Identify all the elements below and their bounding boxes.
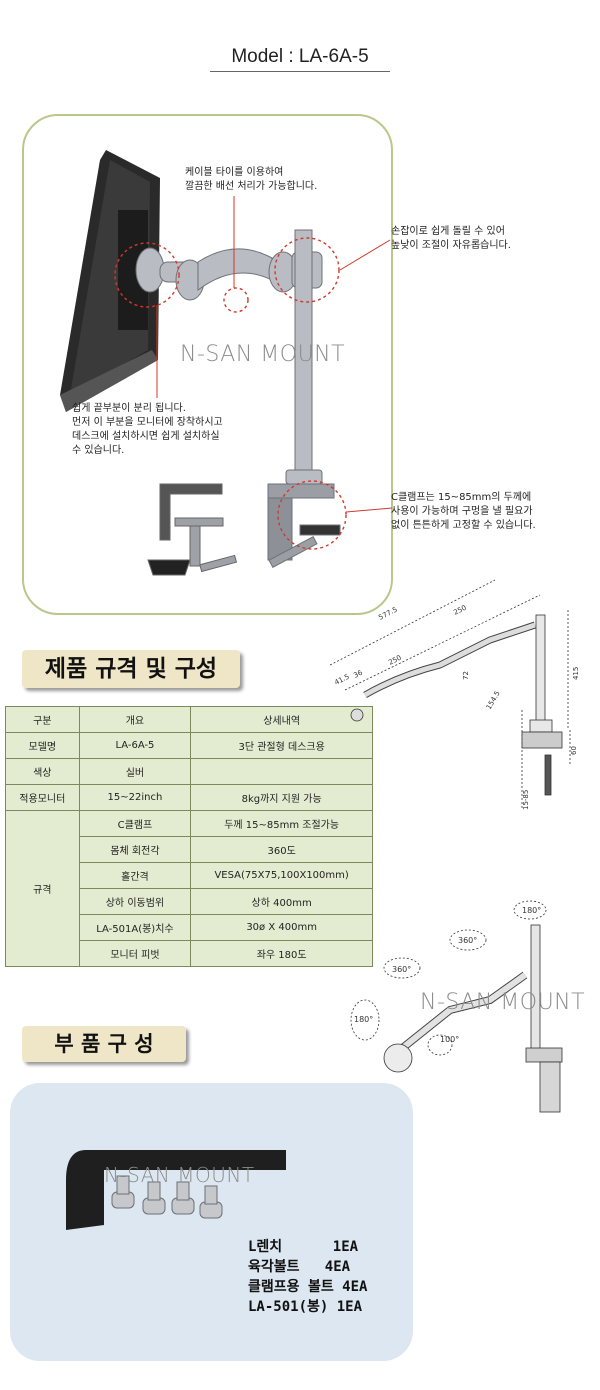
highlight-handle bbox=[274, 237, 340, 303]
bolts-icon bbox=[111, 1175, 223, 1219]
dim-label: 36 bbox=[352, 668, 364, 679]
monitor-illustration bbox=[60, 150, 160, 412]
rotation-drawing: 180° 360° 360° 180° 100° bbox=[350, 900, 563, 1113]
model-title: Model : LA-6A-5 bbox=[210, 46, 390, 72]
spec-table: 구분 개요 상세내역 모델명 LA-6A-5 3단 관절형 데스크용 색상 실버… bbox=[5, 706, 373, 967]
rotation-label: 100° bbox=[440, 1035, 459, 1044]
spec-header-detail: 상세내역 bbox=[190, 706, 373, 733]
dim-label: 72 bbox=[462, 671, 470, 680]
spec-detail: 두께 15~85mm 조절가능 bbox=[190, 810, 373, 837]
spec-item: 몸체 회전각 bbox=[78, 836, 192, 863]
spec-row: 모델명 LA-6A-5 3단 관절형 데스크용 bbox=[5, 732, 373, 759]
accessory-item: L렌치 1EA bbox=[248, 1239, 359, 1255]
dim-label: 15-85 bbox=[522, 790, 530, 810]
accessories-heading: 부 품 구 성 bbox=[22, 1026, 186, 1062]
watermark-3: N-SAN MOUNT bbox=[104, 1163, 255, 1187]
spec-cat: 색상 bbox=[5, 758, 80, 785]
highlight-pivot bbox=[114, 242, 180, 308]
dimension-drawing: 577.5 250 250 415 154.5 60 15-85 41.5 36… bbox=[329, 579, 580, 810]
spec-heading: 제품 규격 및 구성 bbox=[22, 650, 240, 688]
product-illustration bbox=[60, 150, 393, 576]
spec-detail bbox=[190, 758, 373, 785]
spec-cat: 적용모니터 bbox=[5, 784, 80, 811]
hardware-illustration bbox=[66, 1150, 286, 1230]
spec-item: 15~22inch bbox=[78, 784, 192, 811]
note-c-clamp: C클램프는 15~85mm의 두께에 사용이 가능하며 구멍을 낼 필요가 없이… bbox=[391, 492, 536, 531]
rotation-label: 360° bbox=[458, 936, 477, 945]
accessory-list: L렌치 1EA 육각볼트 4EA 클램프용 볼트 4EA LA-501(봉) 1… bbox=[248, 1237, 367, 1317]
accessory-item: LA-501(봉) 1EA bbox=[248, 1299, 363, 1315]
spec-item: 실버 bbox=[78, 758, 192, 785]
clamp-parts-illustration bbox=[147, 483, 238, 576]
spec-row: LA-501A(봉)치수 30ø X 400mm bbox=[6, 914, 373, 941]
spec-item: LA-501A(봉)치수 bbox=[78, 914, 192, 941]
rotation-label: 180° bbox=[354, 1015, 373, 1024]
spec-detail: 30ø X 400mm bbox=[190, 914, 373, 941]
spec-detail: 360도 bbox=[190, 836, 373, 863]
spec-row: 홀간격 VESA(75X75,100X100mm) bbox=[6, 862, 373, 889]
spec-item: C클램프 bbox=[78, 810, 192, 837]
dim-label: 577.5 bbox=[377, 606, 398, 622]
spec-item: 홀간격 bbox=[78, 862, 192, 889]
dim-label: 250 bbox=[452, 604, 468, 617]
spec-item: LA-6A-5 bbox=[78, 732, 192, 759]
accessory-item: 육각볼트 4EA bbox=[248, 1259, 351, 1275]
spec-detail: 3단 관절형 데스크용 bbox=[190, 732, 373, 759]
note-height-handle: 손잡이로 쉽게 돌릴 수 있어 높낮이 조절이 자유롭습니다. bbox=[391, 226, 511, 251]
spec-detail: 좌우 180도 bbox=[190, 940, 373, 967]
note-detachable-head: 쉽게 끝부분이 분리 됩니다. 먼저 이 부분을 모니터에 장착하시고 데스크에… bbox=[72, 403, 223, 456]
spec-group-cat: 규격 bbox=[5, 810, 80, 967]
spec-detail: VESA(75X75,100X100mm) bbox=[190, 862, 373, 889]
accessory-item: 클램프용 볼트 4EA bbox=[248, 1279, 368, 1295]
l-wrench-icon bbox=[66, 1150, 286, 1230]
note-cable-tie: 케이블 타이를 이용하여 깔끔한 배선 처리가 가능합니다. bbox=[185, 167, 318, 192]
spec-row: 색상 실버 bbox=[5, 758, 373, 785]
watermark-2: N-SAN MOUNT bbox=[420, 990, 586, 1015]
spec-item: 상하 이동범위 bbox=[78, 888, 192, 915]
dim-label: 41.5 bbox=[333, 673, 351, 687]
spec-row: 몸체 회전각 360도 bbox=[6, 836, 373, 863]
dim-label: 250 bbox=[387, 654, 403, 667]
rotation-label: 360° bbox=[392, 965, 411, 974]
dim-label: 415 bbox=[572, 667, 580, 680]
spec-header-item: 개요 bbox=[78, 706, 192, 733]
dim-label: 154.5 bbox=[485, 690, 502, 711]
spec-detail: 상하 400mm bbox=[190, 888, 373, 915]
spec-cat: 모델명 bbox=[5, 732, 80, 759]
spec-row: 규격 C클램프 두께 15~85mm 조절가능 bbox=[5, 810, 373, 967]
dim-label: 60 bbox=[570, 746, 578, 755]
highlight-cable-clip bbox=[223, 287, 249, 313]
spec-row: 모니터 피벗 좌우 180도 bbox=[6, 940, 373, 967]
spec-header-row: 구분 개요 상세내역 bbox=[5, 706, 373, 733]
highlight-clamp bbox=[277, 480, 347, 550]
spec-header-cat: 구분 bbox=[5, 706, 80, 733]
rotation-label: 180° bbox=[522, 906, 541, 915]
spec-item: 모니터 피벗 bbox=[78, 940, 192, 967]
watermark-1: N-SAN MOUNT bbox=[180, 342, 346, 367]
spec-row: 상하 이동범위 상하 400mm bbox=[6, 888, 373, 915]
